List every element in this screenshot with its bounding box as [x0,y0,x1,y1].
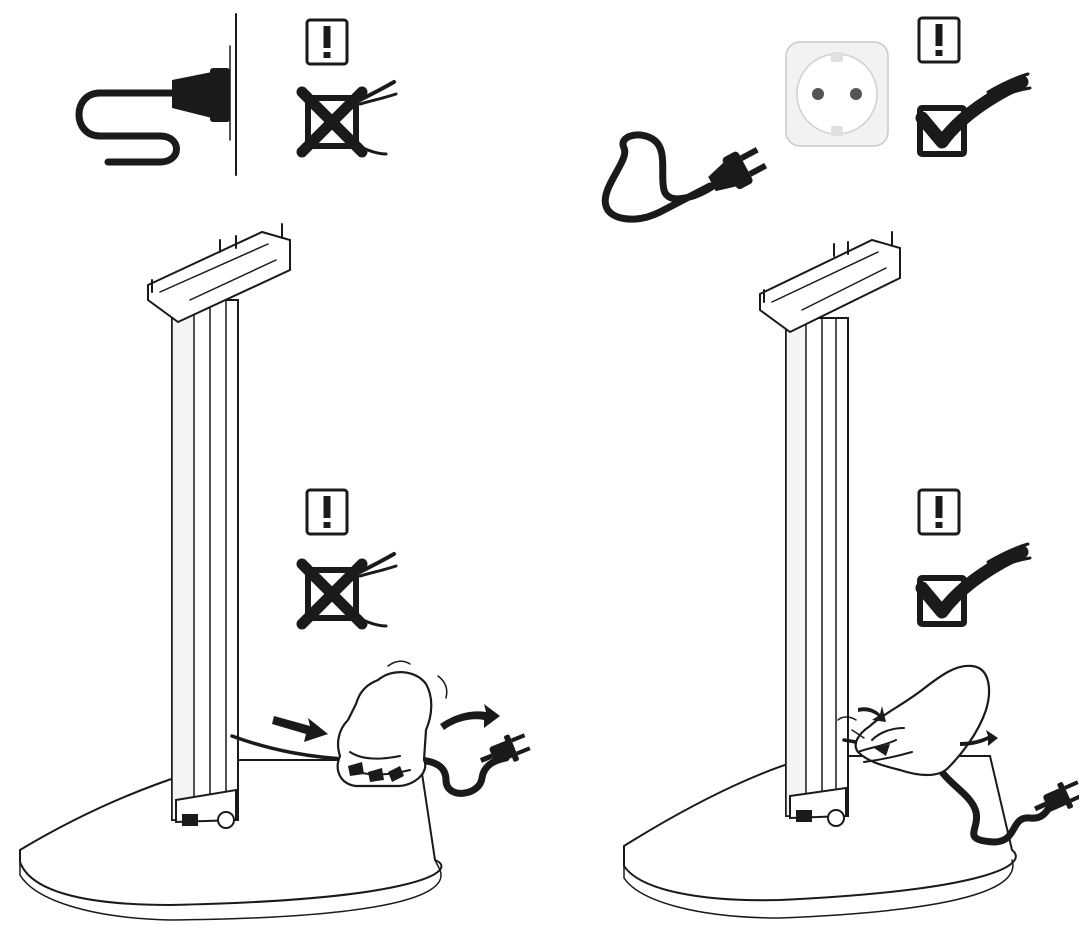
exclamation-warning-icon [917,488,961,536]
speaker-stand-left [19,223,443,921]
check-mark-icon [920,544,1030,624]
hand-lifting-cable-right [837,664,1079,846]
cross-mark-icon [302,554,396,626]
wall-plug-pull-scene [75,13,237,176]
wall-socket [785,41,889,147]
right-panel [601,16,1079,919]
left-panel [19,13,532,921]
exclamation-warning-icon [305,488,349,536]
exclamation-warning-icon [305,18,349,66]
speaker-stand-right [623,231,1017,919]
exclamation-warning-icon [917,16,961,64]
unplugged-cable [601,131,768,223]
hand-pulling-cable-left [230,660,532,797]
check-mark-icon [920,74,1030,154]
cross-mark-icon [302,82,396,154]
